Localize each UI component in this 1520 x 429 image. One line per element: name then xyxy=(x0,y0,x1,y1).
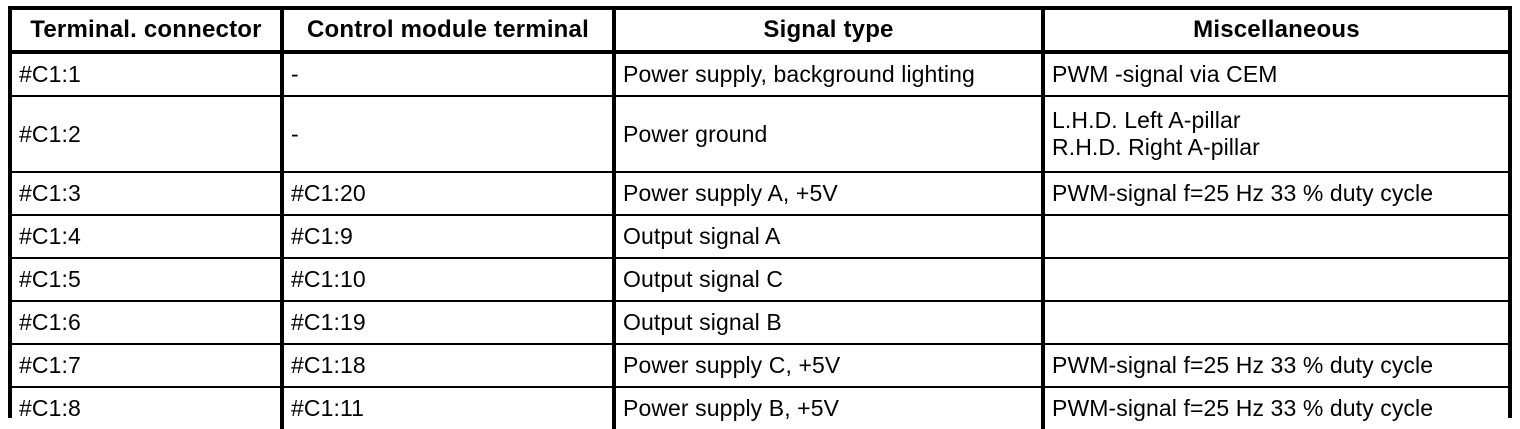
column-header-terminal-connector: Terminal. connector xyxy=(12,10,284,54)
table-row: #C1:5 #C1:10 Output signal C xyxy=(12,258,1508,302)
cell-miscellaneous: PWM-signal f=25 Hz 33 % duty cycle xyxy=(1052,395,1434,422)
pinout-table-container: Terminal. connector Control module termi… xyxy=(8,6,1512,429)
table-row: #C1:6 #C1:19 Output signal B xyxy=(12,301,1508,345)
cell-control-module-terminal: #C1:18 xyxy=(282,344,616,388)
cell-control-module-terminal: #C1:11 xyxy=(282,387,616,429)
cell-terminal-connector: #C1:7 xyxy=(12,344,284,388)
table-body: #C1:1 - Power supply, background lightin… xyxy=(12,52,1508,429)
cell-signal-type: Power ground xyxy=(614,96,1045,173)
column-header-signal-type: Signal type xyxy=(614,10,1045,54)
table-header-row: Terminal. connector Control module termi… xyxy=(12,10,1508,54)
cell-miscellaneous: PWM -signal via CEM xyxy=(1043,52,1508,97)
cell-signal-type: Output signal B xyxy=(614,301,1045,345)
cell-terminal-connector: #C1:8 xyxy=(12,387,284,429)
cell-signal-type: Power supply C, +5V xyxy=(614,344,1045,388)
cell-control-module-terminal: #C1:20 xyxy=(282,172,616,216)
table-row: #C1:8 #C1:11 Power supply B, +5V PWM-sig… xyxy=(12,387,1508,429)
cell-terminal-connector: #C1:1 xyxy=(12,52,284,97)
cell-signal-type: Power supply B, +5V xyxy=(614,387,1045,429)
table-row: #C1:7 #C1:18 Power supply C, +5V PWM-sig… xyxy=(12,344,1508,388)
cell-terminal-connector: #C1:4 xyxy=(12,215,284,259)
terminal-connector-pinout-table: Terminal. connector Control module termi… xyxy=(12,10,1508,429)
cell-miscellaneous: PWM-signal f=25 Hz 33 % duty cycle xyxy=(1043,344,1508,388)
cell-terminal-connector: #C1:2 xyxy=(12,96,284,173)
cell-terminal-connector: #C1:6 xyxy=(12,301,284,345)
cell-signal-type: Power supply, background lighting xyxy=(614,52,1045,97)
cell-control-module-terminal: - xyxy=(282,52,616,97)
cell-control-module-terminal: #C1:10 xyxy=(282,258,616,302)
cell-miscellaneous xyxy=(1043,301,1508,345)
cell-miscellaneous: L.H.D. Left A-pillar R.H.D. Right A-pill… xyxy=(1043,96,1508,173)
cell-miscellaneous xyxy=(1043,215,1508,259)
cell-signal-type: Power supply A, +5V xyxy=(614,172,1045,216)
cell-control-module-terminal: #C1:9 xyxy=(282,215,616,259)
column-header-miscellaneous: Miscellaneous xyxy=(1043,10,1508,54)
cell-signal-type: Output signal A xyxy=(614,215,1045,259)
cell-control-module-terminal: #C1:19 xyxy=(282,301,616,345)
cell-signal-type: Output signal C xyxy=(614,258,1045,302)
table-row: #C1:2 - Power ground L.H.D. Left A-pilla… xyxy=(12,96,1508,173)
table-row: #C1:4 #C1:9 Output signal A xyxy=(12,215,1508,259)
cell-miscellaneous: PWM-signal f=25 Hz 33 % duty cycle xyxy=(1043,172,1508,216)
table-header: Terminal. connector Control module termi… xyxy=(12,10,1508,54)
cell-miscellaneous xyxy=(1043,258,1508,302)
cell-terminal-connector: #C1:5 xyxy=(12,258,284,302)
table-row: #C1:1 - Power supply, background lightin… xyxy=(12,52,1508,97)
column-header-control-module-terminal: Control module terminal xyxy=(282,10,616,54)
table-row: #C1:3 #C1:20 Power supply A, +5V PWM-sig… xyxy=(12,172,1508,216)
cell-control-module-terminal: - xyxy=(282,96,616,173)
cell-terminal-connector: #C1:3 xyxy=(12,172,284,216)
